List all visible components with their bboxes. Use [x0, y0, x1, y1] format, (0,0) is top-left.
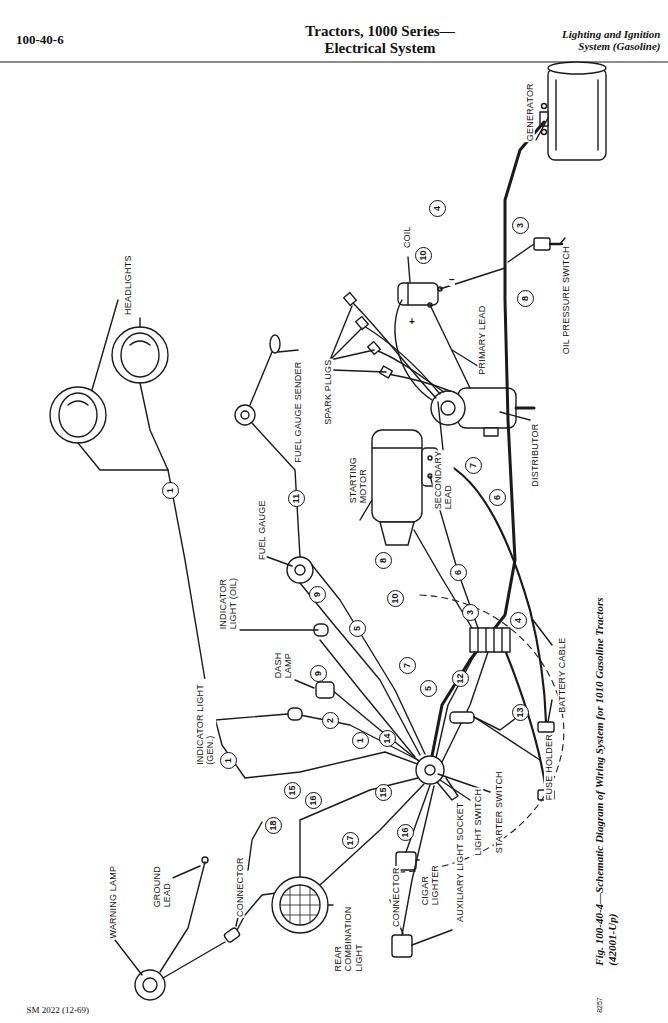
callout-number: 3	[462, 604, 479, 621]
part-label: GROUND LEAD	[152, 860, 173, 908]
callout-number: 10	[387, 590, 404, 607]
part-label: FUEL GAUGE SENDER	[293, 361, 303, 464]
figure-caption: Fig. 100-40-4—Schematic Diagram of Wirin…	[593, 565, 618, 965]
part-label: GENERATOR	[525, 82, 535, 142]
callout-number: 17	[342, 832, 359, 849]
callout-number: 7	[465, 457, 482, 474]
page-title: Tractors, 1000 Series— Electrical System	[275, 23, 485, 58]
part-label: OIL PRESSURE SWITCH	[561, 245, 571, 355]
callout-number: 4	[429, 200, 446, 217]
callout-number: 5	[420, 680, 437, 697]
callout-number: 6	[489, 489, 506, 506]
callout-number: 5	[349, 620, 366, 637]
plate-number: 8257	[596, 997, 604, 1013]
part-label: DISTRIBUTOR	[530, 423, 540, 488]
part-label: COIL	[402, 225, 412, 249]
callout-number: 1	[220, 752, 237, 769]
part-label: SECONDARY LEAD	[433, 450, 454, 510]
part-label: CIGAR LIGHTER	[420, 858, 441, 906]
part-label: INDICATOR LIGHT (OIL)	[218, 570, 239, 630]
part-label: PRIMARY LEAD	[477, 305, 487, 376]
callout-number: 3	[512, 217, 529, 234]
callout-number: 6	[450, 564, 467, 581]
callout-number: 8	[375, 552, 392, 569]
part-label: SPARK PLUGS	[323, 359, 333, 426]
callout-number: 15	[375, 784, 392, 801]
callout-number: 7	[399, 657, 416, 674]
part-label: BATTERY CABLE	[557, 637, 567, 714]
part-label: HEADLIGHTS	[123, 254, 133, 316]
callout-number: 12	[452, 670, 469, 687]
part-label: REAR COMBINATION LIGHT	[333, 898, 364, 972]
part-label: INDICATOR LIGHT (GEN.)	[195, 678, 216, 765]
callout-number: 4	[510, 612, 527, 629]
section-heading: Lighting and Ignition System (Gasoline)	[536, 28, 661, 53]
callout-number: 11	[288, 490, 305, 507]
part-label: CONNECTOR	[235, 856, 245, 918]
callout-number: 16	[305, 792, 322, 809]
callout-number: 14	[379, 730, 396, 747]
part-label: FUSE HOLDER	[544, 733, 554, 801]
part-label: STARTING MOTOR	[348, 452, 369, 504]
callout-number: 2	[322, 712, 339, 729]
callout-number: 15	[284, 782, 301, 799]
callout-number: 1	[352, 732, 369, 749]
part-label: FUEL GAUGE	[257, 499, 267, 561]
callout-number: 10	[415, 247, 432, 264]
part-label: CONNECTOR	[391, 866, 401, 928]
callout-number: 9	[310, 665, 327, 682]
part-label: WARNING LAMP	[108, 865, 118, 940]
callout-number: 9	[309, 586, 326, 603]
part-label: LIGHT SWITCH	[473, 788, 483, 857]
terminal-sign: +	[409, 316, 415, 328]
part-label: STARTER SWITCH	[494, 770, 504, 854]
page-number: 100-40-6	[16, 33, 64, 48]
terminal-sign: −	[449, 274, 455, 286]
part-label: DASH LAMP	[273, 641, 294, 679]
callout-number: 13	[512, 704, 529, 721]
callout-number: 8	[517, 290, 534, 307]
callout-number: 18	[265, 817, 282, 834]
manual-code: SM 2022 (12-69)	[27, 1005, 90, 1015]
callout-number: 16	[397, 824, 414, 841]
part-label: AUXILIARY LIGHT SOCKET	[454, 801, 464, 922]
callout-number: 1	[162, 482, 179, 499]
